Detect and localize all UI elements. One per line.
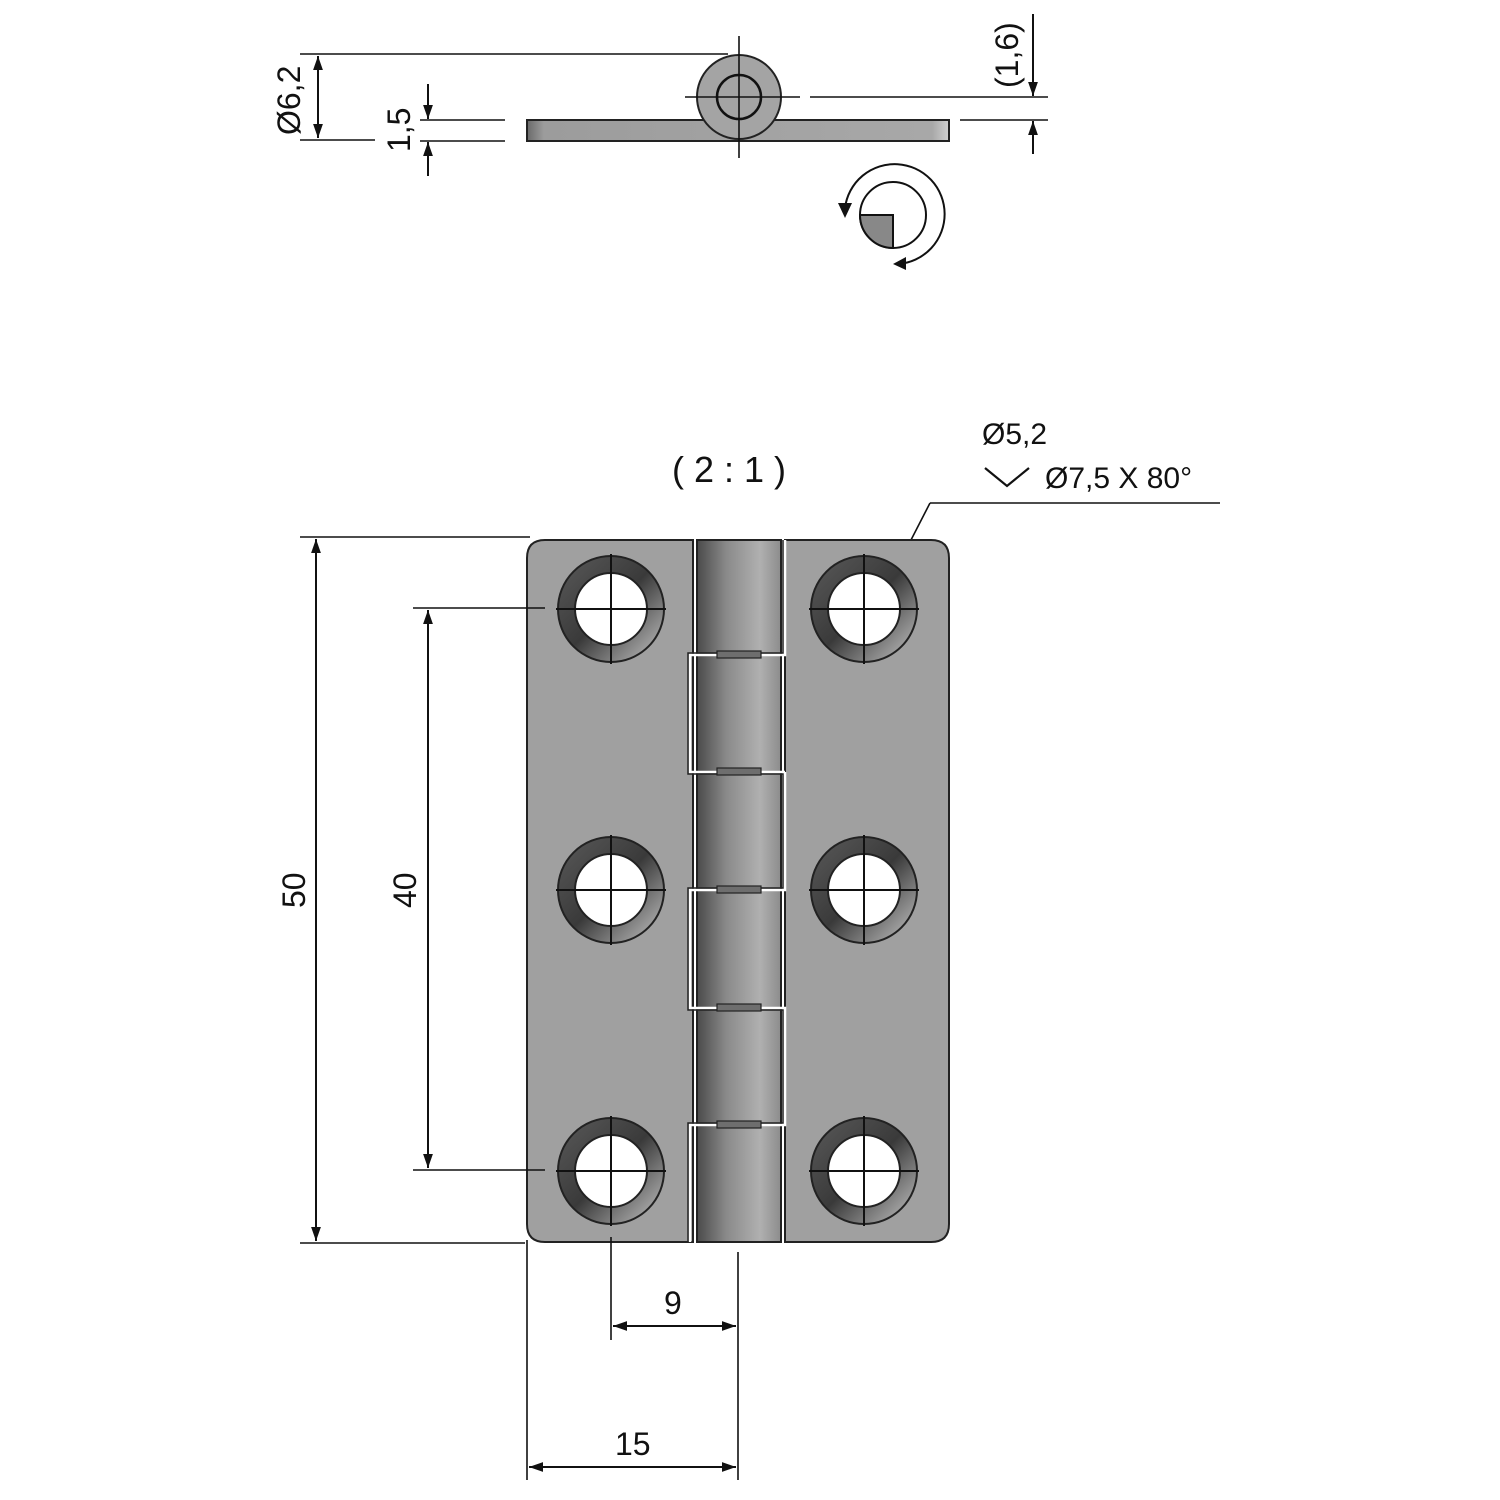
hole-top-right — [809, 554, 919, 664]
hole-top-left — [556, 554, 666, 664]
scale-label: ( 2 : 1 ) — [672, 449, 786, 490]
hole-bottom-right — [809, 1116, 919, 1226]
dim-leaf-width: 15 — [615, 1426, 651, 1462]
mounting-holes — [556, 554, 919, 1226]
hole-callout-diameter: Ø5,2 — [982, 418, 1047, 451]
hole-mid-right — [809, 835, 919, 945]
hole-mid-left — [556, 835, 666, 945]
hole-callout-countersink: Ø7,5 X 80° — [1045, 462, 1192, 495]
front-view: ( 2 : 1 ) Ø5,2 Ø7,5 X 80° — [276, 418, 1220, 1480]
dim-offset: (1,6) — [989, 22, 1025, 88]
dim-leaf-thickness: 1,5 — [381, 108, 417, 152]
knuckle-seams — [716, 650, 762, 1129]
dim-hole-pitch: 40 — [387, 872, 423, 908]
dim-hole-to-axis: 9 — [664, 1285, 682, 1321]
countersink-icon — [984, 467, 1030, 488]
hole-bottom-left — [556, 1116, 666, 1226]
dim-knuckle-diameter: Ø6,2 — [271, 66, 307, 135]
side-view: Ø6,2 1,5 (1,6) — [271, 14, 1048, 270]
dim-overall-height: 50 — [276, 872, 312, 908]
rotation-arrow-icon — [838, 163, 946, 270]
